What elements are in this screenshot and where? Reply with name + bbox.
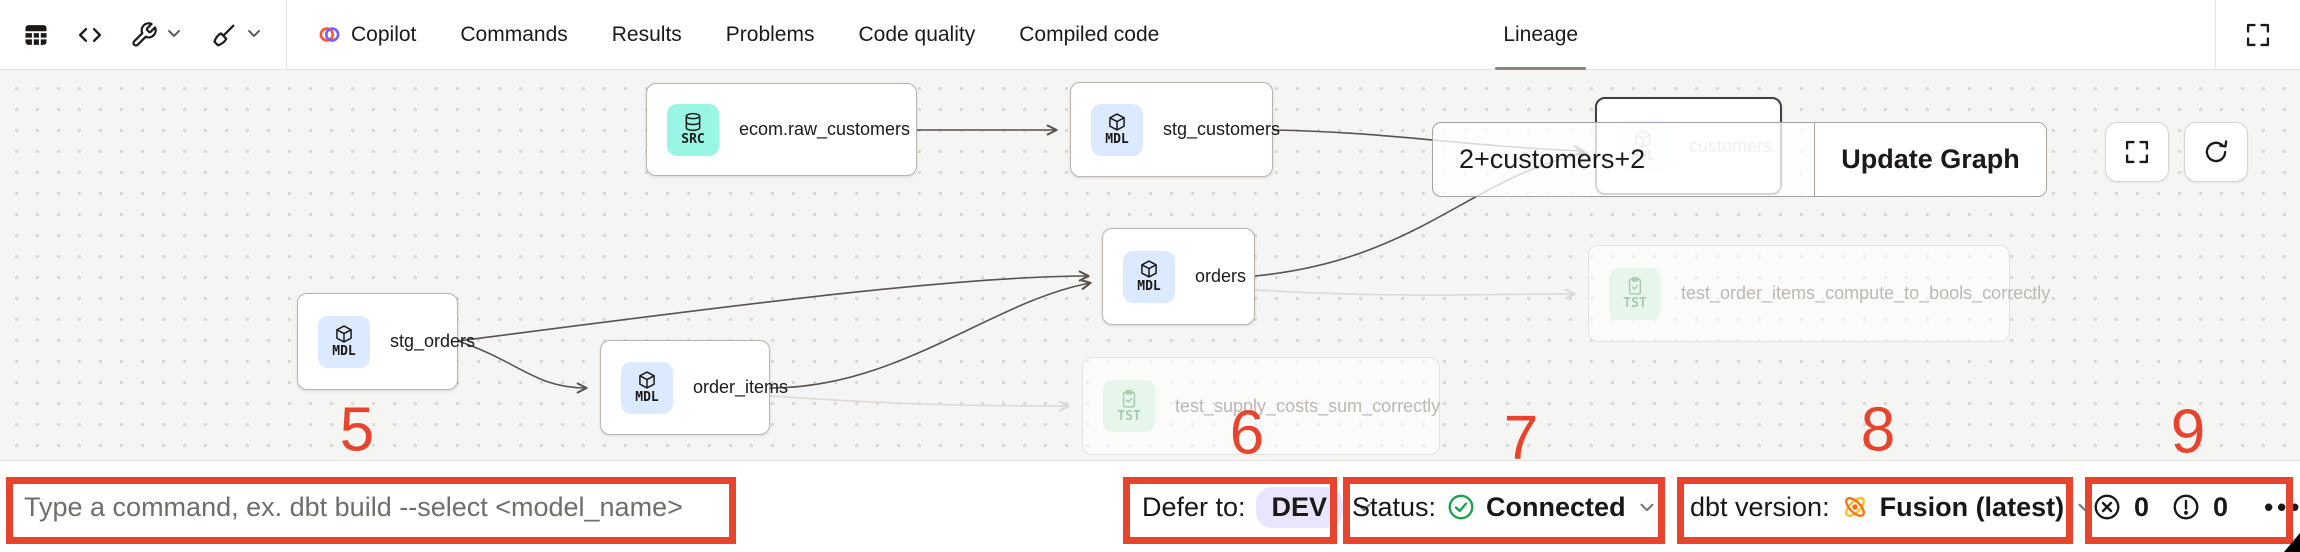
expand-panel-button[interactable]	[2216, 21, 2300, 49]
graph-node-orders[interactable]: MDL orders	[1102, 228, 1255, 325]
chevron-down-icon	[1353, 496, 1375, 518]
badge-label: TST	[1623, 296, 1647, 311]
status-label: Status:	[1352, 491, 1437, 522]
code-icon	[78, 27, 102, 42]
tab-lineage[interactable]: Lineage	[1495, 0, 1586, 70]
connection-status-dropdown[interactable]: Status: Connected	[1352, 461, 1658, 552]
graph-node-stg-orders[interactable]: MDL stg_orders	[297, 293, 475, 390]
tab-copilot[interactable]: Copilot	[317, 0, 416, 70]
fit-view-button[interactable]	[2105, 122, 2169, 182]
tab-problems[interactable]: Problems	[726, 0, 815, 70]
chevron-down-icon	[1636, 496, 1658, 518]
command-input[interactable]	[24, 461, 714, 552]
selector-query-input[interactable]: 2+customers+2	[1459, 144, 1646, 174]
node-label: test_order_items_compute_to_bools_correc…	[1681, 283, 2051, 304]
toolbar-divider	[286, 0, 287, 70]
problem-counters: 0 0 •••	[2092, 461, 2300, 552]
badge-label: MDL	[1105, 132, 1129, 147]
fit-view-icon	[2125, 140, 2149, 164]
node-label: order_items	[693, 377, 789, 397]
database-icon	[685, 112, 701, 132]
broom-icon	[213, 24, 235, 46]
graph-node-raw-customers[interactable]: SRC ecom.raw_customers	[646, 83, 917, 176]
model-badge: MDL	[1123, 250, 1175, 303]
code-view-button[interactable]	[76, 21, 104, 49]
cube-icon	[1109, 113, 1125, 131]
defer-value-pill: DEV	[1255, 486, 1344, 528]
version-value: Fusion (latest)	[1879, 491, 2065, 522]
cube-icon	[639, 371, 655, 389]
tab-compiled-code[interactable]: Compiled code	[1019, 0, 1159, 70]
node-label: stg_orders	[390, 331, 476, 351]
panel-tabs: Copilot Commands Results Problems Code q…	[317, 0, 1586, 70]
tab-label: Copilot	[351, 22, 417, 46]
chevron-down-icon	[164, 23, 184, 46]
table-view-button[interactable]	[22, 21, 50, 49]
model-badge: MDL	[621, 361, 673, 414]
clipboard-check-icon	[1628, 276, 1642, 295]
error-circle-icon[interactable]	[2092, 492, 2122, 522]
node-label: ecom.raw_customers	[739, 119, 911, 139]
tab-label: Compiled code	[1019, 22, 1160, 46]
tab-label: Results	[611, 22, 682, 46]
badge-label: MDL	[635, 390, 659, 405]
fusion-atom-icon	[1840, 492, 1870, 522]
badge-label: MDL	[1137, 279, 1161, 294]
node-label: stg_customers	[1163, 119, 1281, 139]
badge-label: TST	[1117, 408, 1141, 424]
version-label: dbt version:	[1690, 491, 1830, 522]
copilot-icon	[317, 22, 342, 47]
tab-commands[interactable]: Commands	[460, 0, 567, 70]
tab-results[interactable]: Results	[612, 0, 682, 70]
defer-to-dropdown[interactable]: Defer to: DEV	[1142, 461, 1375, 552]
lineage-filter-panel: 2+customers+2 Update Graph	[1432, 122, 2047, 197]
tab-label: Problems	[725, 22, 815, 46]
graph-node-test-supply-costs[interactable]: TST test_supply_costs_sum_correctly	[1082, 357, 1440, 455]
clipboard-check-icon	[1122, 389, 1136, 408]
warning-count: 0	[2213, 491, 2229, 522]
dbt-version-dropdown[interactable]: dbt version: Fusion (latest)	[1690, 461, 2096, 552]
tab-label: Code quality	[858, 22, 976, 46]
build-tools-button[interactable]	[130, 21, 184, 49]
model-badge: MDL	[318, 315, 370, 368]
cube-icon	[336, 325, 352, 343]
toolbar-divider	[2215, 0, 2216, 70]
badge-label: MDL	[332, 344, 356, 359]
cleanup-tools-button[interactable]	[210, 21, 264, 49]
refresh-icon	[2205, 140, 2228, 163]
status-bar: Defer to: DEV Status: Connected dbt vers…	[0, 460, 2300, 552]
check-circle-icon	[1446, 492, 1476, 522]
cube-icon	[1141, 260, 1157, 278]
test-badge: TST	[1103, 380, 1155, 432]
refresh-graph-button[interactable]	[2184, 122, 2248, 182]
tab-label: Commands	[460, 22, 568, 46]
graph-node-test-order-items[interactable]: TST test_order_items_compute_to_bools_co…	[1588, 245, 2051, 342]
model-badge: MDL	[1091, 103, 1143, 156]
graph-node-order-items[interactable]: MDL order_items	[600, 340, 788, 435]
fullscreen-icon	[2246, 23, 2270, 46]
tabbar-right	[2215, 0, 2300, 70]
lineage-canvas[interactable]: SRC ecom.raw_customers MDL stg_customers…	[0, 70, 2300, 460]
test-badge: TST	[1609, 267, 1661, 320]
error-count: 0	[2134, 491, 2150, 522]
warning-circle-icon[interactable]	[2171, 492, 2201, 522]
tab-bar: Copilot Commands Results Problems Code q…	[0, 0, 2300, 70]
table-icon	[25, 24, 47, 45]
chevron-down-icon	[244, 23, 264, 46]
source-badge: SRC	[667, 103, 719, 156]
editor-tool-icons	[0, 21, 286, 49]
status-value: Connected	[1486, 491, 1626, 522]
badge-label: SRC	[681, 132, 705, 147]
update-graph-button[interactable]: Update Graph	[1814, 123, 2046, 196]
node-label: test_supply_costs_sum_correctly	[1175, 395, 1441, 416]
more-menu-icon[interactable]: •••	[2264, 491, 2300, 522]
wrench-icon	[132, 21, 157, 47]
tab-code-quality[interactable]: Code quality	[858, 0, 975, 70]
tab-label: Lineage	[1503, 22, 1579, 46]
graph-node-stg-customers[interactable]: MDL stg_customers	[1070, 82, 1280, 177]
node-label: orders	[1195, 266, 1247, 286]
defer-label: Defer to:	[1142, 491, 1246, 522]
